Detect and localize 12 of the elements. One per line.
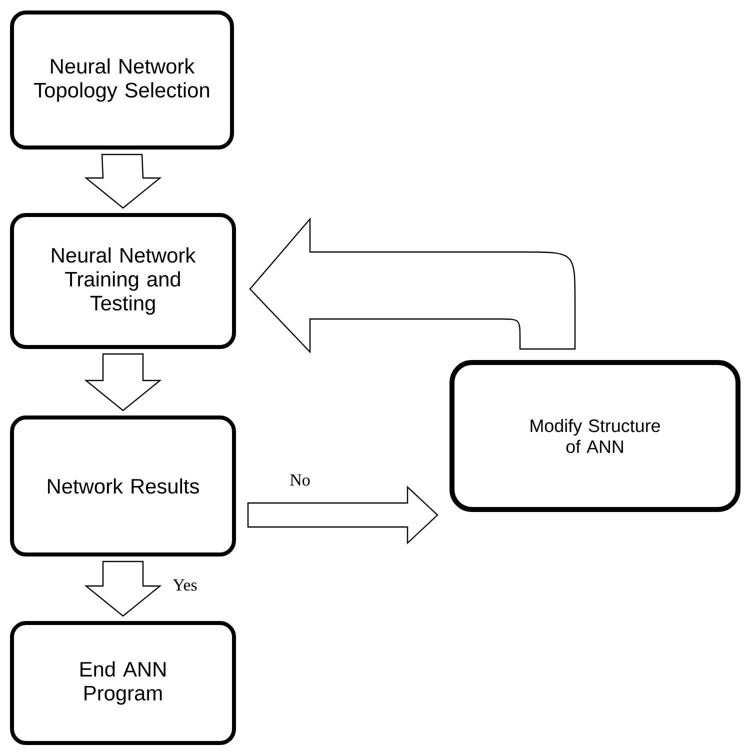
process-box: Neural Network Topology Selection — [10, 10, 234, 150]
block-arrow — [249, 218, 576, 353]
process-box: Modify Structure of ANN — [450, 360, 741, 512]
process-box: End ANN Program — [10, 621, 236, 745]
edge-label: No — [288, 473, 312, 487]
block-arrow — [84, 353, 162, 412]
edge-label: Yes — [172, 578, 198, 592]
block-arrow — [84, 560, 162, 617]
process-box: Network Results — [10, 416, 236, 556]
process-box: Neural Network Training and Testing — [10, 213, 236, 349]
block-arrow — [84, 154, 162, 209]
block-arrow — [247, 486, 438, 544]
